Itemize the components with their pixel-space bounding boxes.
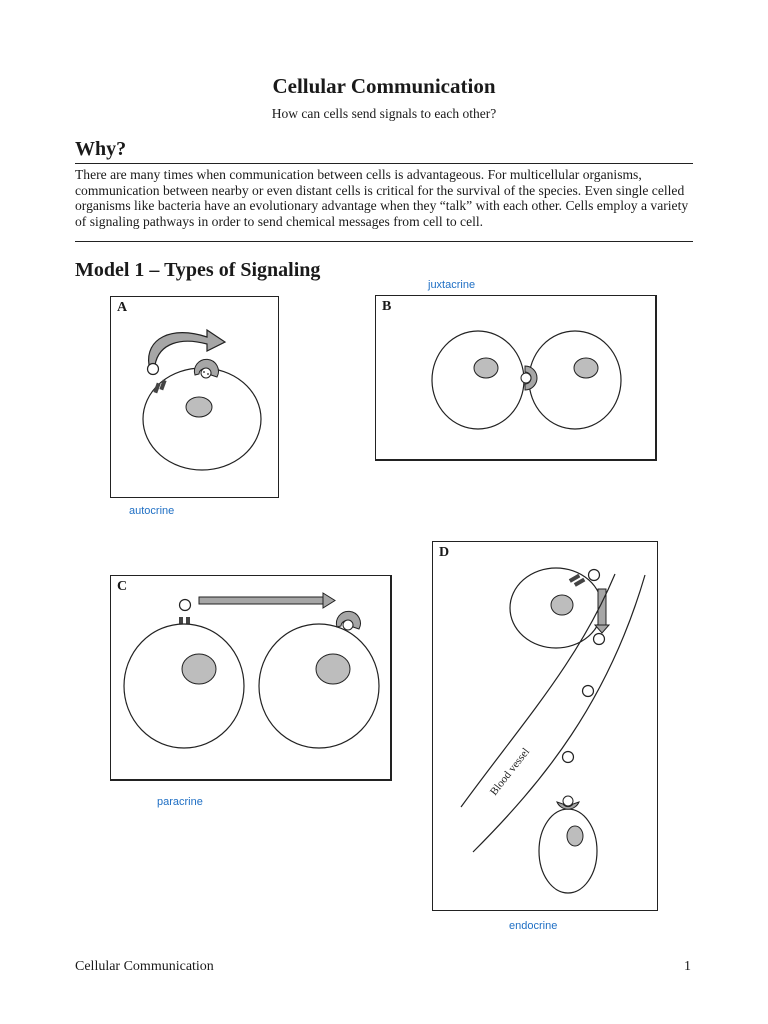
- release-arrow-head: [593, 624, 611, 634]
- receptor-right: [159, 379, 167, 391]
- hormone-1: [587, 568, 601, 582]
- receptor-left: [153, 382, 161, 394]
- why-top-rule: [75, 163, 693, 164]
- model-heading: Model 1 – Types of Signaling: [75, 259, 321, 281]
- vessel-label: Blood vessel: [488, 746, 532, 798]
- panel-c-letter: C: [117, 579, 128, 594]
- left-cell: [431, 330, 525, 430]
- why-paragraph: There are many times when communication …: [75, 167, 689, 229]
- panel-a-letter: A: [117, 300, 128, 315]
- target-cell: [538, 808, 598, 894]
- signal-arrow: [148, 328, 227, 366]
- vessel-wall-left: [460, 573, 616, 808]
- caption-paracrine: paracrine: [157, 796, 203, 808]
- panel-b-letter: B: [382, 299, 392, 314]
- receptor-right: [186, 617, 190, 629]
- bound-signal: [200, 367, 212, 379]
- signal-arrow-head: [322, 592, 336, 609]
- signal-molecule: [178, 598, 192, 612]
- signal-arrow-shaft: [198, 596, 326, 605]
- page-number: 1: [684, 959, 691, 974]
- why-heading: Why?: [75, 138, 127, 160]
- endocrine-diagram: Blood vessel: [460, 567, 646, 894]
- juxtacrine-diagram: [431, 330, 622, 430]
- receptor-left: [179, 617, 183, 629]
- cell: [142, 367, 262, 471]
- receptor-right: [573, 577, 586, 587]
- target-receptor: [556, 801, 580, 810]
- right-nucleus: [573, 357, 599, 379]
- panel-d-endocrine: D Blood vessel: [432, 541, 658, 911]
- caption-juxtacrine: juxtacrine: [428, 279, 476, 291]
- receptor-left: [568, 573, 581, 583]
- why-bottom-rule: [75, 241, 693, 242]
- signal-molecule: [146, 362, 160, 376]
- sending-cell: [123, 623, 245, 749]
- page-title: Cellular Communication: [272, 74, 496, 98]
- panel-a-autocrine: A: [110, 296, 279, 498]
- target-nucleus: [315, 653, 351, 685]
- right-cell: [528, 330, 622, 430]
- bound-signal: [342, 619, 354, 631]
- vessel-wall-right: [472, 574, 646, 853]
- target-nucleus: [566, 825, 584, 847]
- panel-d-letter: D: [439, 545, 450, 560]
- page-subtitle: How can cells send signals to each other…: [271, 106, 497, 121]
- gland-nucleus: [550, 594, 574, 616]
- target-cell: [258, 623, 380, 749]
- hormone-3: [581, 684, 595, 698]
- bound-hormone: [562, 795, 574, 807]
- footer-title: Cellular Communication: [75, 959, 214, 974]
- paracrine-diagram: [123, 592, 380, 749]
- sending-nucleus: [181, 653, 217, 685]
- left-nucleus: [473, 357, 499, 379]
- panel-b-juxtacrine: B: [375, 295, 657, 461]
- hormone-4: [561, 750, 575, 764]
- panel-c-paracrine: C: [110, 575, 392, 781]
- autocrine-diagram: [142, 328, 262, 471]
- membrane-signal: [520, 372, 532, 384]
- hormone-2: [592, 632, 606, 646]
- nucleus: [185, 396, 213, 418]
- caption-endocrine: endocrine: [509, 920, 558, 932]
- caption-autocrine: autocrine: [129, 505, 175, 517]
